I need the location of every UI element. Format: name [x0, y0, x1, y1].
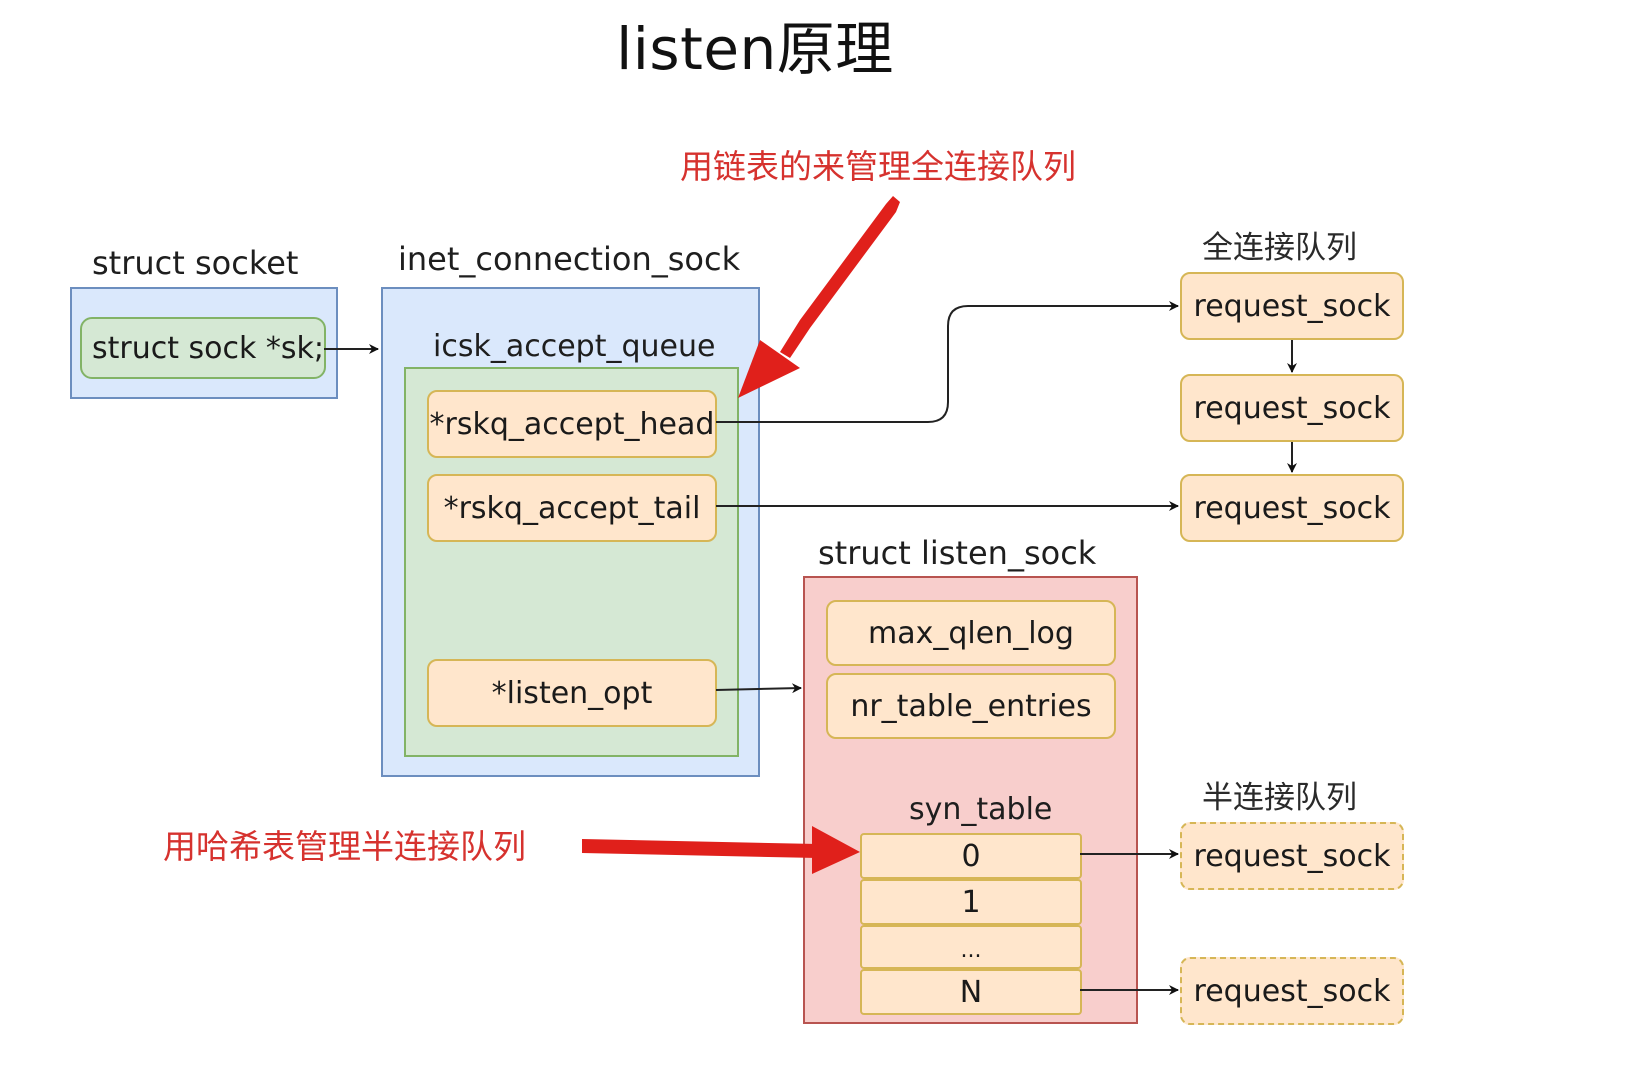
- half-queue-request-sock: request_sock: [1180, 822, 1404, 890]
- max-qlen-log-field: max_qlen_log: [826, 600, 1116, 666]
- struct-socket-label: struct socket: [92, 244, 299, 282]
- listen-sock-box: max_qlen_log nr_table_entries syn_table …: [803, 576, 1138, 1024]
- accept-queue-box: *rskq_accept_head *rskq_accept_tail *lis…: [404, 367, 739, 757]
- full-queue-annotation: 用链表的来管理全连接队列: [680, 147, 1076, 186]
- rskq-accept-head-field: *rskq_accept_head: [427, 390, 717, 458]
- struct-socket-box: struct sock *sk;: [70, 287, 338, 399]
- listen-opt-field: *listen_opt: [427, 659, 717, 727]
- syn-table-cell: N: [860, 969, 1082, 1015]
- red-annotation-arrow-top: [738, 196, 900, 398]
- half-queue-request-sock: request_sock: [1180, 957, 1404, 1025]
- accept-head-connector-arrow: [716, 301, 1179, 423]
- listen-sock-label: struct listen_sock: [818, 534, 1097, 572]
- nr-table-entries-field: nr_table_entries: [826, 673, 1116, 739]
- syn-table-cell: ...: [860, 925, 1082, 969]
- syn-table-label: syn_table: [909, 792, 1053, 827]
- inet-connection-sock-label: inet_connection_sock: [398, 240, 741, 278]
- sock-pointer-field: struct sock *sk;: [80, 317, 326, 379]
- syn-table-cell: 1: [860, 879, 1082, 925]
- rskq-accept-tail-field: *rskq_accept_tail: [427, 474, 717, 542]
- half-queue-annotation: 用哈希表管理半连接队列: [163, 827, 526, 866]
- full-queue-request-sock: request_sock: [1180, 474, 1404, 542]
- full-queue-label: 全连接队列: [1202, 230, 1357, 266]
- half-queue-label: 半连接队列: [1202, 780, 1357, 816]
- full-queue-request-sock: request_sock: [1180, 374, 1404, 442]
- full-queue-request-sock: request_sock: [1180, 272, 1404, 340]
- page-title: listen原理: [616, 15, 894, 83]
- accept-queue-label: icsk_accept_queue: [433, 329, 716, 364]
- syn-table-cell: 0: [860, 833, 1082, 879]
- inet-connection-sock-box: icsk_accept_queue *rskq_accept_head *rsk…: [381, 287, 760, 777]
